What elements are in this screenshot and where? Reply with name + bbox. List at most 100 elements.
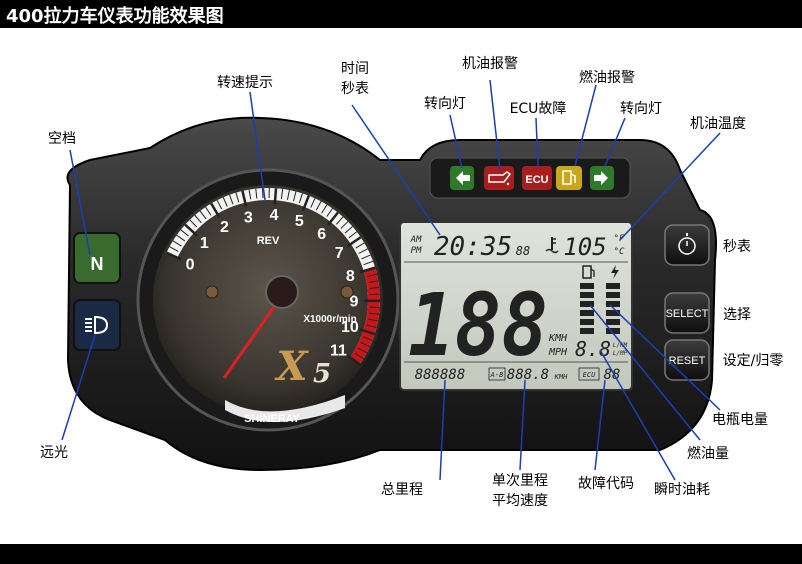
- tick-label: 3: [244, 209, 253, 226]
- tick-label: 7: [335, 245, 344, 262]
- level-bar-segment: [606, 310, 620, 316]
- level-bar-segment: [580, 319, 594, 325]
- major-tick: [345, 354, 361, 366]
- brand-arc: [225, 395, 345, 423]
- minor-tick: [310, 198, 316, 208]
- model-logo-x: X: [273, 343, 309, 390]
- minor-tick: [363, 260, 374, 266]
- lcd-trip: 888.8: [507, 367, 549, 383]
- label-select: 选择: [723, 307, 751, 323]
- lcd-am: AM: [410, 235, 422, 245]
- bottom-bar: [0, 544, 802, 564]
- minor-tick: [369, 312, 380, 315]
- lcd-panel: [399, 221, 633, 391]
- lcd-trip-unit: KMH: [554, 373, 568, 381]
- major-tick: [326, 211, 339, 226]
- minor-tick: [248, 189, 252, 200]
- level-bar-segment: [606, 292, 620, 298]
- label-turn-right: 转向灯: [620, 101, 662, 117]
- level-bar-segment: [606, 328, 620, 334]
- minor-tick: [336, 216, 344, 225]
- fuel-warning-light: [556, 166, 582, 190]
- label-battery: 电瓶电量: [712, 412, 768, 428]
- reset-button-label: RESET: [669, 355, 706, 367]
- tick-label: 5: [295, 213, 304, 230]
- high-beam-light: [73, 299, 121, 351]
- minor-tick: [361, 254, 371, 260]
- minor-tick: [235, 192, 240, 203]
- tick-label: 9: [350, 294, 359, 311]
- level-bar-segment: [606, 301, 620, 307]
- major-tick: [359, 266, 376, 274]
- tick-label: 11: [330, 342, 347, 359]
- level-bar-segment: [606, 283, 620, 289]
- label-oil-warning: 机油报警: [462, 56, 518, 72]
- lcd-fuel-rate-unit1: L/KM: [613, 342, 628, 349]
- minor-tick: [358, 248, 368, 254]
- lcd-kmh: KMH: [548, 333, 568, 344]
- minor-tick: [369, 306, 380, 309]
- tick-label: 10: [341, 319, 359, 336]
- needle-hub: [265, 275, 299, 309]
- minor-tick: [180, 229, 189, 237]
- level-bar-segment: [580, 283, 594, 289]
- major-tick: [359, 328, 376, 336]
- tick-label: 6: [317, 226, 326, 243]
- label-trip: 单次里程: [492, 473, 548, 489]
- level-bar-segment: [606, 319, 620, 325]
- gauge-screw-left: [205, 285, 219, 299]
- label-high-beam: 远光: [40, 445, 68, 461]
- fuel-gauge-icon: [582, 265, 595, 279]
- label-trip-2: 平均速度: [492, 493, 548, 509]
- label-clock: 时间: [341, 61, 369, 77]
- minor-tick: [368, 280, 379, 283]
- major-tick: [241, 190, 248, 207]
- lcd-ecu-tag-box: [578, 367, 600, 381]
- lcd-speed: 188: [408, 276, 548, 376]
- lcd-mph: MPH: [548, 347, 568, 358]
- minor-tick: [222, 197, 228, 207]
- level-bar-segment: [580, 310, 594, 316]
- label-reset: 设定/归零: [723, 352, 784, 369]
- lcd-fuel-rate-unit2: L/MP: [613, 350, 628, 357]
- lcd-ecu-tag: ECU: [583, 371, 596, 379]
- lcd-trip-tag: A-B: [490, 371, 504, 379]
- gauge-screw-right: [340, 285, 354, 299]
- label-clock-2: 秒表: [341, 81, 369, 97]
- lcd-temp-f: °F: [614, 234, 625, 244]
- label-odometer: 总里程: [381, 482, 423, 498]
- tick-label: 4: [270, 207, 279, 224]
- minor-tick: [298, 193, 303, 204]
- minor-tick: [357, 347, 368, 354]
- fuel-pump-icon: [562, 170, 576, 185]
- major-tick: [301, 195, 310, 212]
- minor-tick: [369, 293, 380, 296]
- minor-tick: [368, 318, 379, 322]
- coolant-temp-icon: [545, 237, 559, 254]
- minor-tick: [280, 188, 284, 199]
- minor-tick: [229, 194, 234, 205]
- minor-tick: [340, 221, 349, 229]
- reset-button[interactable]: [664, 339, 710, 381]
- select-button[interactable]: [664, 292, 710, 334]
- major-tick: [165, 251, 182, 261]
- label-ecu-fault: ECU故障: [510, 101, 567, 117]
- minor-tick: [315, 201, 322, 211]
- ecu-indicator-text: ECU: [525, 174, 548, 186]
- level-bar-segment: [580, 328, 594, 334]
- minor-tick: [362, 336, 373, 341]
- stopwatch-icon: [678, 233, 696, 255]
- high-beam-icon: [85, 315, 109, 335]
- minor-tick: [360, 342, 371, 348]
- major-tick: [210, 202, 221, 218]
- minor-tick: [292, 191, 297, 202]
- major-tick: [273, 188, 278, 205]
- minor-tick: [189, 219, 198, 228]
- level-bar-segment: [580, 301, 594, 307]
- ecu-fault-light: [522, 166, 552, 190]
- model-logo-number: 5: [313, 359, 331, 389]
- label-turn-left: 转向灯: [424, 96, 466, 112]
- label-oil-temp: 机油温度: [690, 116, 746, 132]
- minor-tick: [344, 226, 353, 234]
- lcd-fuel-rate: 8.8: [575, 337, 611, 361]
